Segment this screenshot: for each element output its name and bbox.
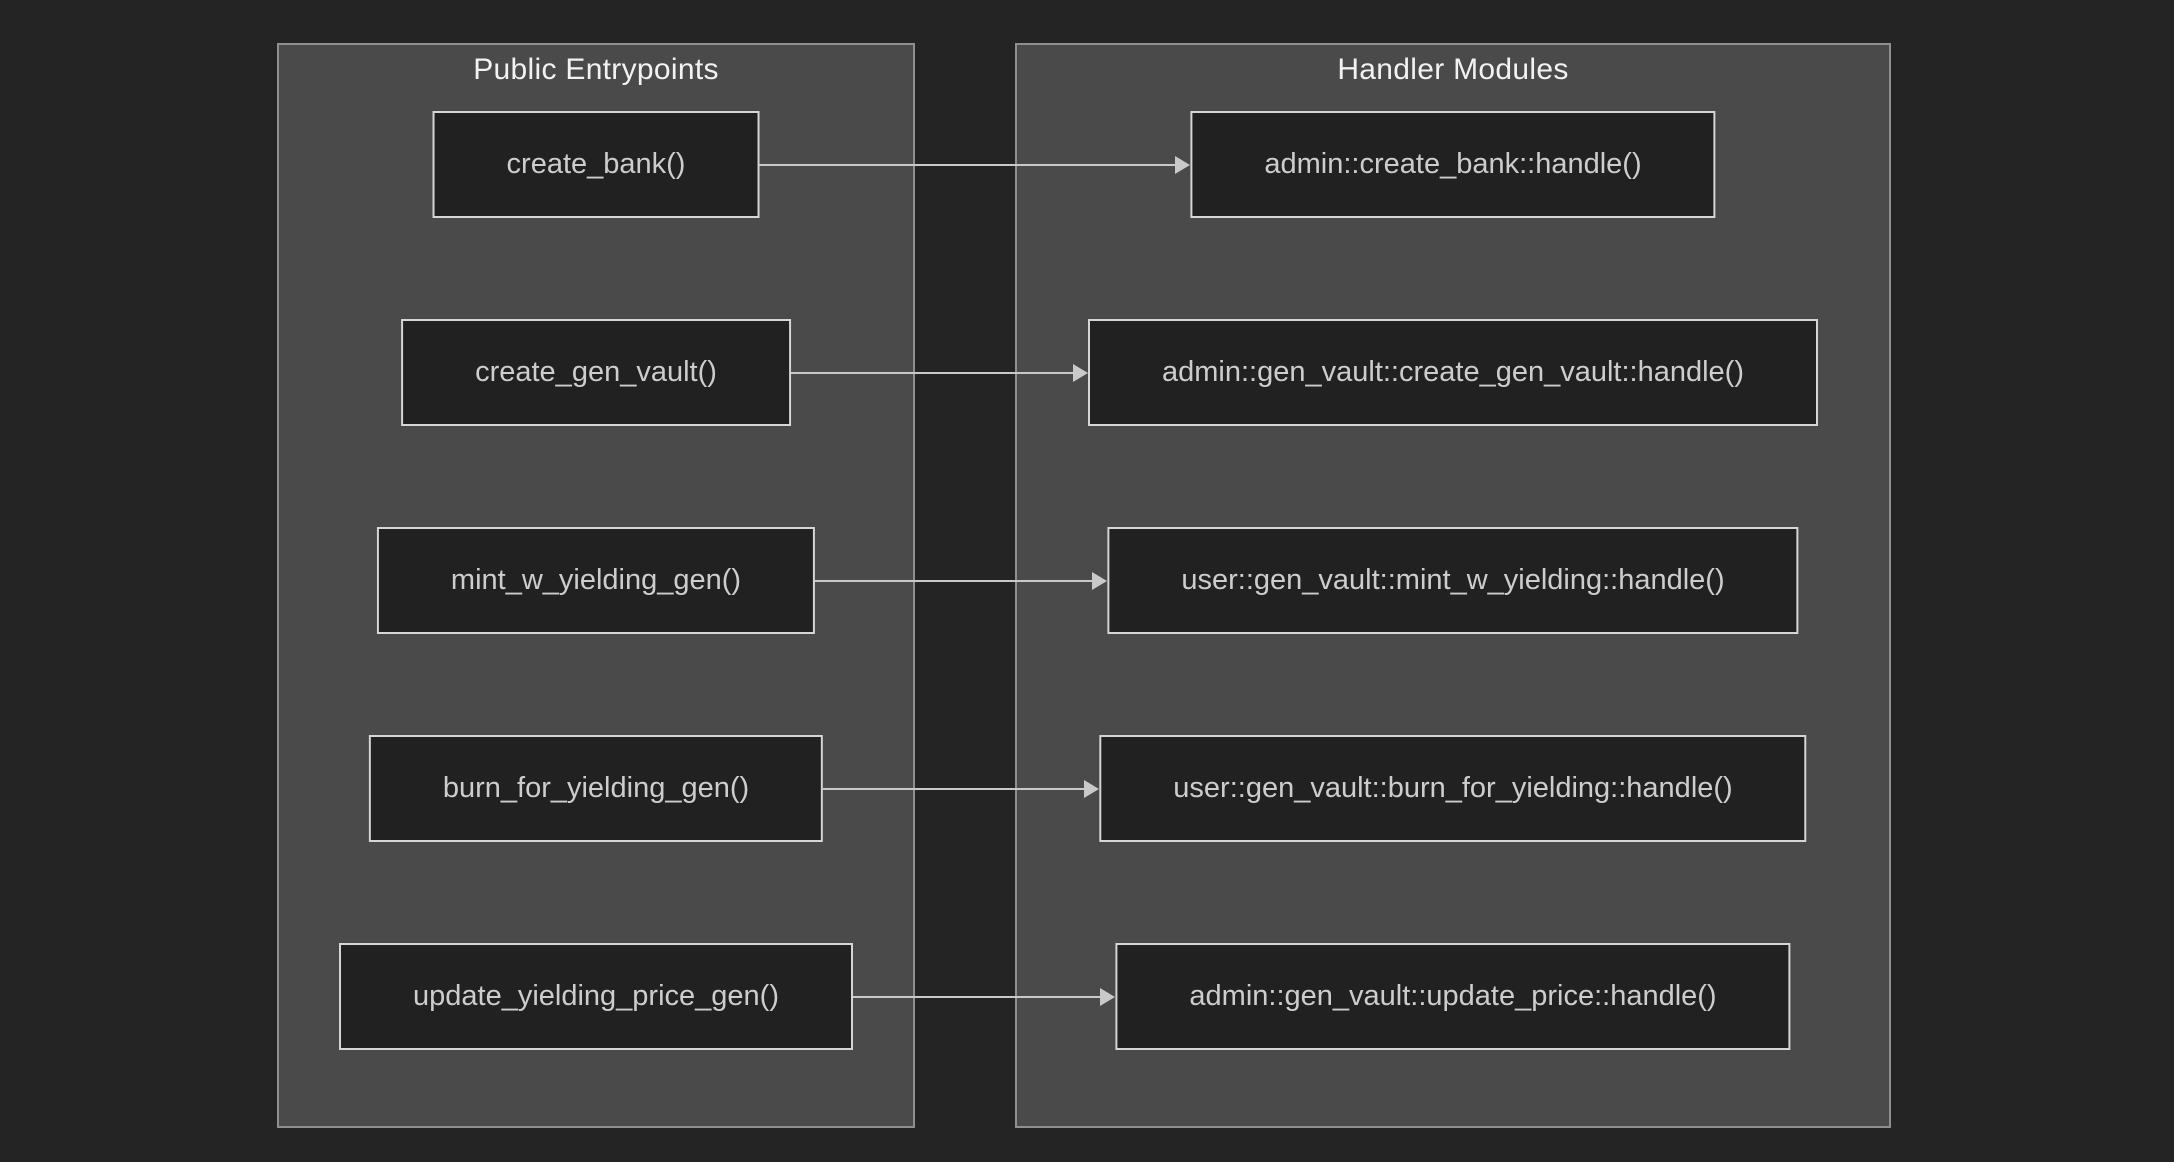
entrypoint-node: update_yielding_price_gen(): [339, 943, 853, 1050]
handler-node: user::gen_vault::burn_for_yielding::hand…: [1099, 735, 1807, 842]
handler-node: admin::gen_vault::create_gen_vault::hand…: [1088, 319, 1818, 426]
handler-node: user::gen_vault::mint_w_yielding::handle…: [1107, 527, 1799, 634]
entrypoint-node: create_gen_vault(): [401, 319, 791, 426]
panel-handler-modules: Handler Modules admin::create_bank::hand…: [1015, 43, 1891, 1128]
panel-public-entrypoints: Public Entrypoints create_bank() create_g…: [277, 43, 915, 1128]
panel-title-public-entrypoints: Public Entrypoints: [473, 53, 719, 86]
entrypoint-node: create_bank(): [432, 111, 760, 218]
handler-node: admin::gen_vault::update_price::handle(): [1115, 943, 1791, 1050]
entrypoint-node: mint_w_yielding_gen(): [376, 527, 816, 634]
entrypoint-node: burn_for_yielding_gen(): [368, 735, 824, 842]
panel-title-handler-modules: Handler Modules: [1337, 53, 1569, 86]
handler-node: admin::create_bank::handle(): [1190, 111, 1716, 218]
